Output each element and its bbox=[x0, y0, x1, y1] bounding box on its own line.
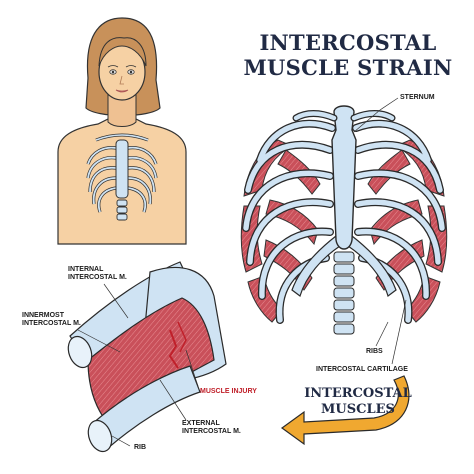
subtitle-line-2: MUSCLES bbox=[321, 402, 395, 417]
label-rib: RIB bbox=[134, 444, 147, 451]
sternum bbox=[331, 105, 357, 250]
subtitle-line-1: INTERCOSTAL bbox=[304, 386, 412, 401]
large-ribcage bbox=[240, 105, 448, 335]
subtitle: INTERCOSTAL MUSCLES bbox=[298, 386, 418, 418]
page-title: INTERCOSTAL MUSCLE STRAIN bbox=[232, 30, 464, 80]
small-ribcage bbox=[86, 133, 158, 221]
spine bbox=[333, 251, 355, 335]
title-line-2: MUSCLE STRAIN bbox=[243, 55, 453, 80]
injury-mark bbox=[168, 329, 179, 369]
label-sternum: STERNUM bbox=[400, 94, 435, 101]
muscle-closeup bbox=[67, 261, 227, 453]
label-innermost-intercostal: INNERMOST INTERCOSTAL M. bbox=[22, 312, 81, 327]
costal-cartilage bbox=[291, 235, 397, 297]
label-external-intercostal: EXTERNAL INTERCOSTAL M. bbox=[182, 420, 241, 435]
leader-lines-right bbox=[353, 97, 407, 365]
lower-rib bbox=[91, 365, 201, 449]
woman-figure bbox=[57, 17, 187, 245]
label-intercostal-cartilage: INTERCOSTAL CARTILAGE bbox=[316, 366, 408, 373]
curved-arrow bbox=[280, 375, 410, 446]
label-muscle-injury: MUSCLE INJURY bbox=[200, 388, 257, 395]
label-internal-intercostal: INTERNAL INTERCOSTAL M. bbox=[68, 266, 127, 281]
title-line-1: INTERCOSTAL bbox=[259, 30, 437, 55]
label-ribs: RIBS bbox=[366, 348, 383, 355]
